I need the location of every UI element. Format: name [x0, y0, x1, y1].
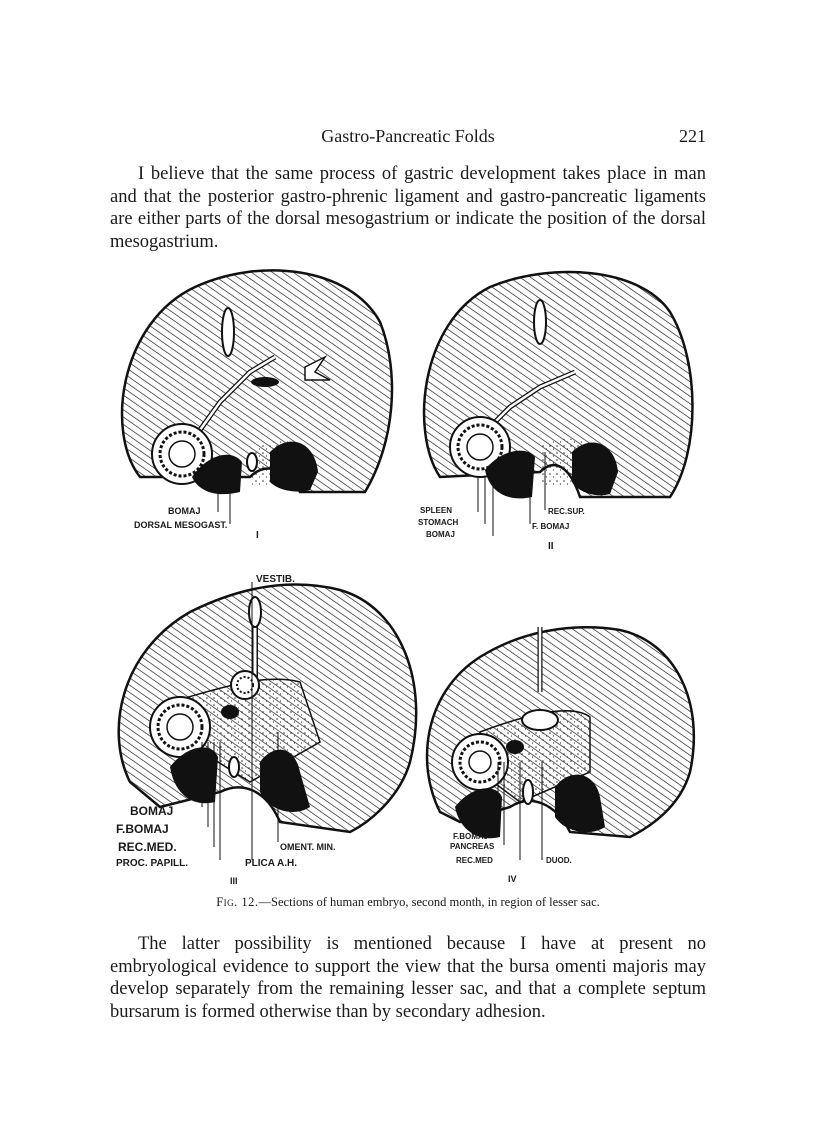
panel-i: BOMAJ DORSAL MESOGAST. I — [120, 269, 394, 541]
label-oment-min: OMENT. MIN. — [280, 842, 336, 852]
panel-numeral-ii: II — [548, 541, 554, 552]
panel-ii: SPLEEN STOMACH BOMAJ REC.SUP. F. BOMAJ I… — [418, 270, 694, 552]
label-rec-med-iii: REC.MED. — [118, 840, 177, 854]
figure-number: Fig. 12. — [216, 895, 259, 909]
label-bomaj-iii: BOMAJ — [130, 804, 173, 818]
label-bomaj-i: BOMAJ — [168, 506, 201, 516]
label-bomaj-ii: BOMAJ — [426, 530, 455, 539]
label-dorsal-mesogast: DORSAL MESOGAST. — [134, 520, 227, 530]
label-spleen: SPLEEN — [420, 506, 452, 515]
body-paragraph-1: I believe that the same process of gastr… — [110, 164, 706, 252]
label-vestib: VESTIB. — [256, 574, 295, 585]
panel-iv: F.BOMAJ PANCREAS REC.MED DUOD. IV — [425, 626, 695, 884]
panel-iii: VESTIB. BOMAJ F.BOMAJ REC.MED. PROC. PAP… — [116, 574, 418, 886]
label-f-bomaj-ii: F. BOMAJ — [532, 522, 569, 531]
label-f-bomaj-iv: F.BOMAJ — [453, 832, 488, 841]
caption-text: —Sections of human embryo, second month,… — [258, 895, 600, 909]
figure-12: BOMAJ DORSAL MESOGAST. I SPLEEN STOMACH … — [100, 262, 716, 887]
panel-numeral-iv: IV — [508, 874, 517, 884]
body-paragraph-2: The latter possibility is mentioned beca… — [110, 934, 706, 1022]
bursa-omenti-majoris-iv — [455, 788, 502, 839]
bursa-omenti-majoris-iii — [170, 747, 218, 804]
label-plica-ah: PLICA A.H. — [245, 858, 297, 869]
page-number: 221 — [679, 126, 706, 146]
running-title: Gastro-Pancreatic Folds — [321, 126, 495, 146]
figure-drawing: BOMAJ DORSAL MESOGAST. I SPLEEN STOMACH … — [116, 269, 695, 886]
label-proc-papill: PROC. PAPILL. — [116, 858, 188, 869]
running-header: Gastro-Pancreatic Folds 221 — [110, 126, 706, 150]
bursa-omenti-majoris-ii — [485, 450, 535, 499]
label-rec-med-iv: REC.MED — [456, 856, 493, 865]
panel-numeral-i: I — [256, 530, 259, 541]
label-rec-sup: REC.SUP. — [548, 507, 585, 516]
label-f-bomaj-iii: F.BOMAJ — [116, 822, 169, 836]
figure-caption: Fig. 12.—Sections of human embryo, secon… — [110, 895, 706, 910]
panel-numeral-iii: III — [230, 876, 238, 886]
label-pancreas: PANCREAS — [450, 842, 495, 851]
label-duod: DUOD. — [546, 856, 572, 865]
label-stomach: STOMACH — [418, 518, 459, 527]
